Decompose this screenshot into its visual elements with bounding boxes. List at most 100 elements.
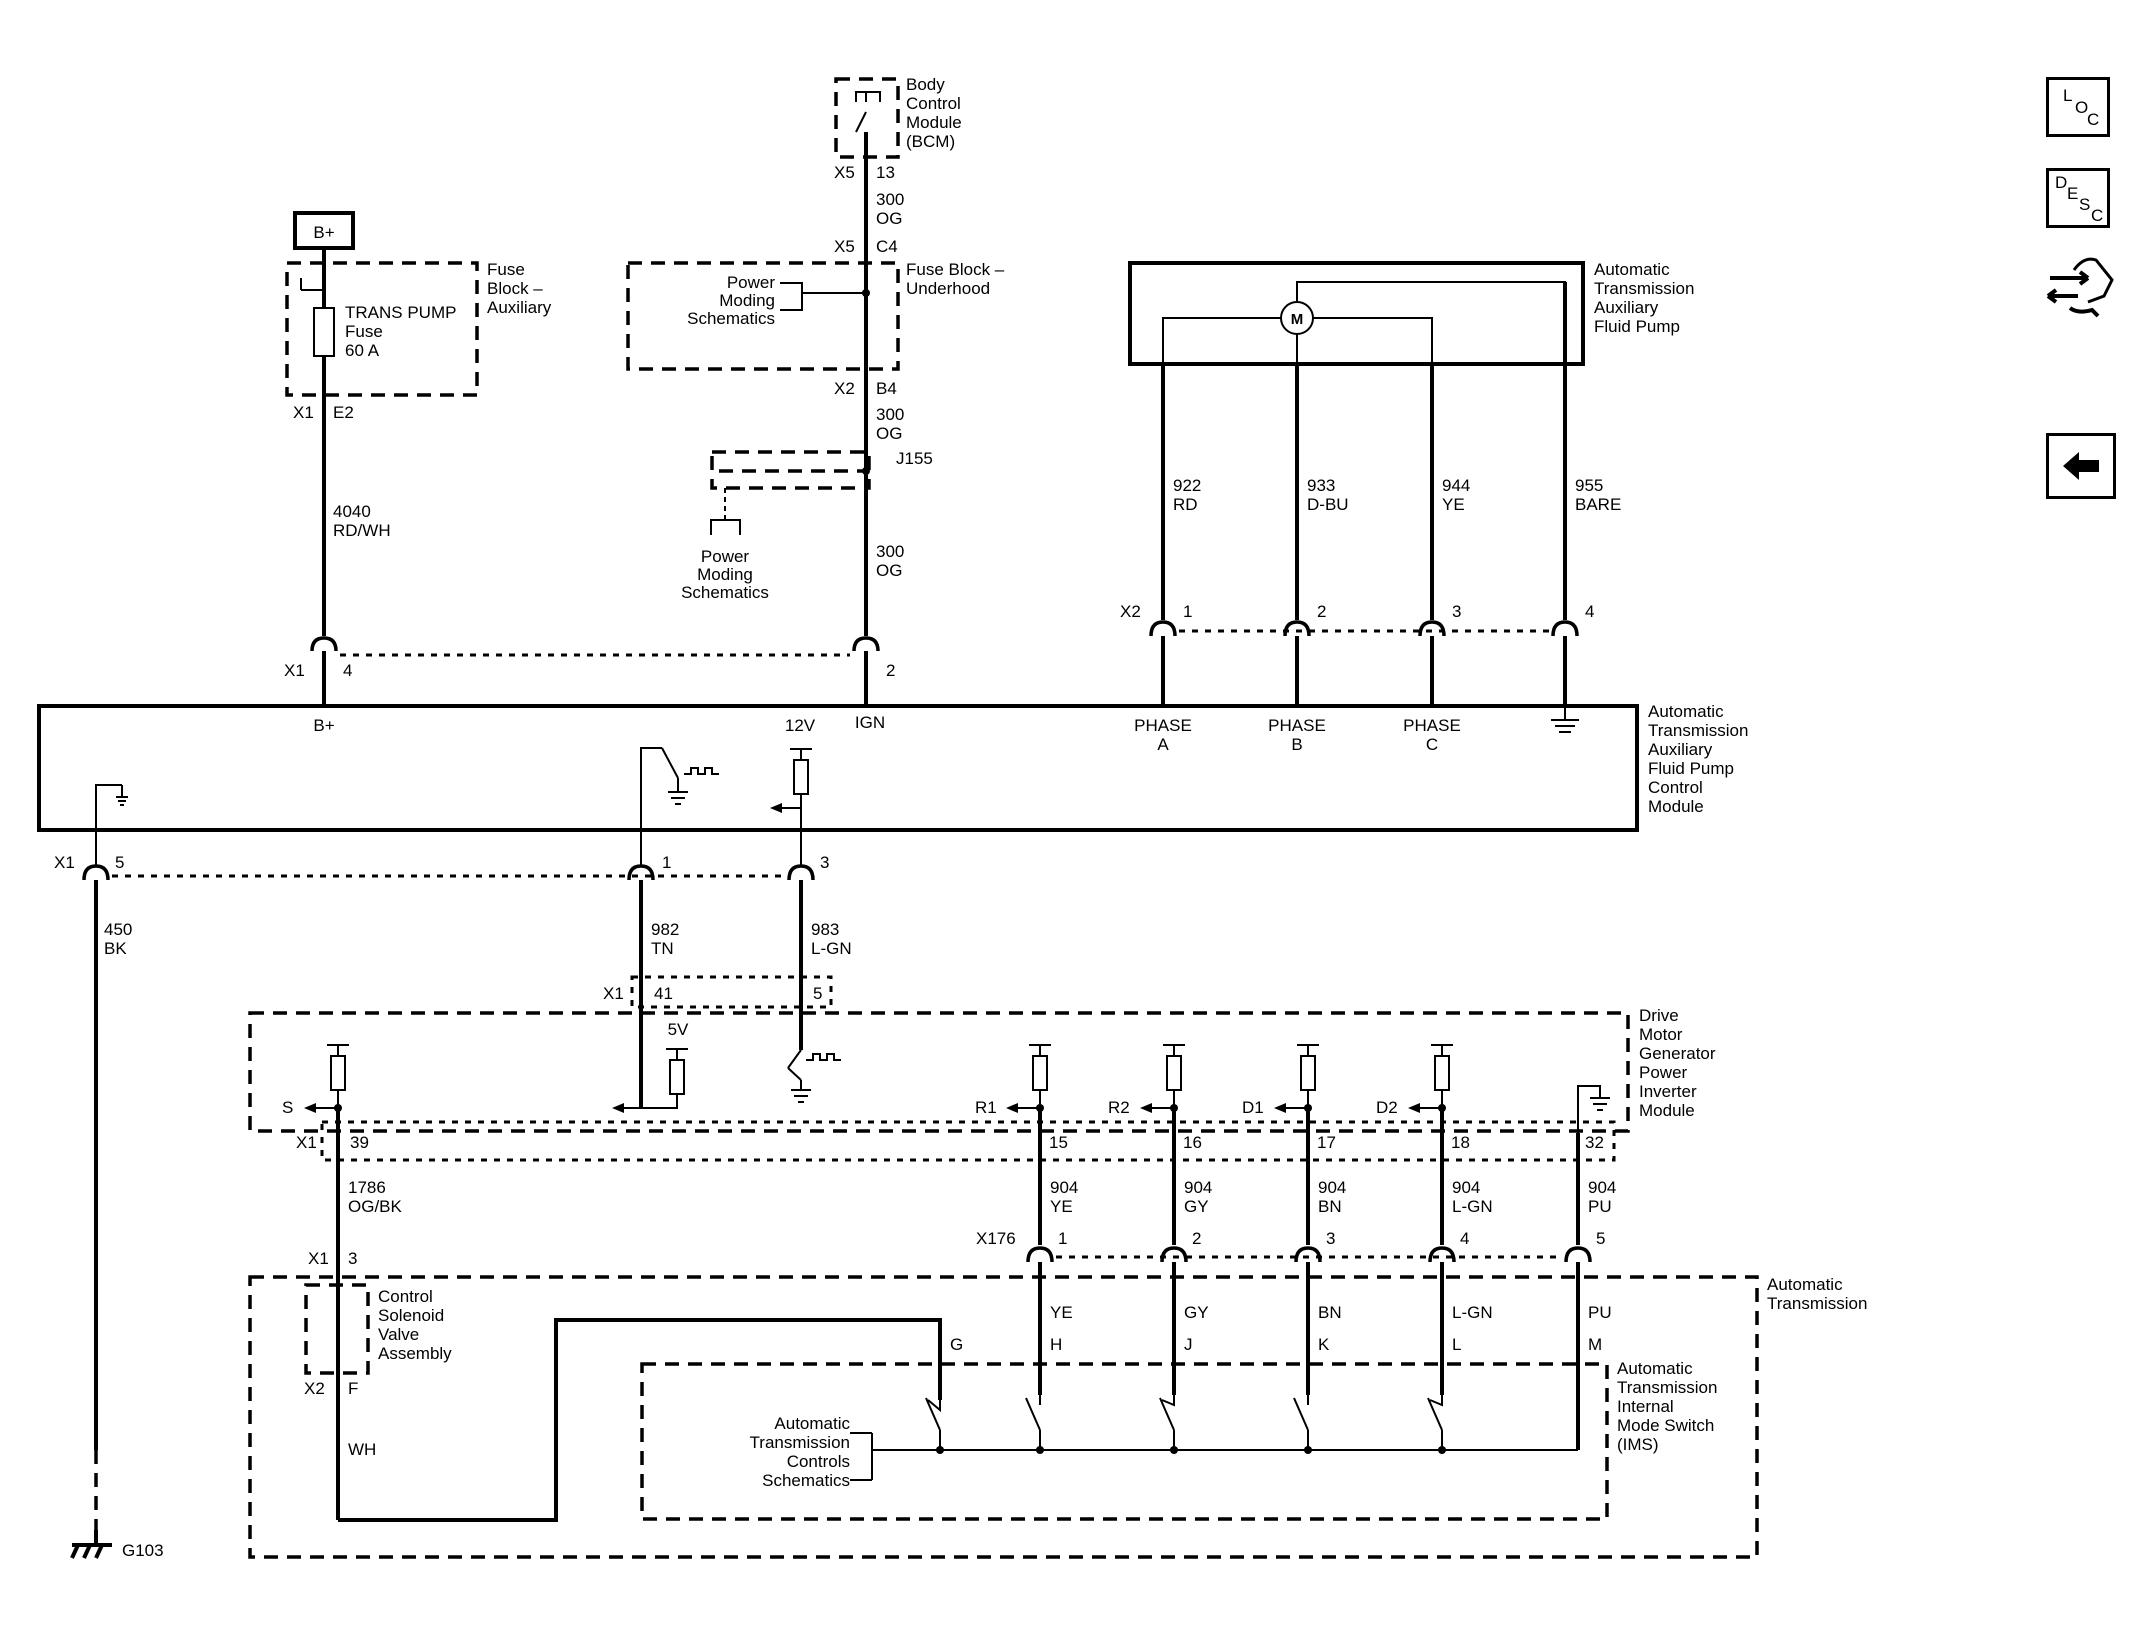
- loc-letter-o: O: [2075, 98, 2089, 117]
- phase-a-1: PHASE: [1134, 716, 1192, 735]
- ims-name-5: (IMS): [1617, 1435, 1659, 1454]
- dmgpim-outline: [248, 1011, 1630, 1133]
- dmgpim-conn: X1: [296, 1133, 317, 1152]
- inline-pin-a: 41: [654, 984, 673, 1003]
- wire-983-circuit: 983: [811, 920, 839, 939]
- back-button[interactable]: [2046, 433, 2116, 499]
- ims-name-2: Transmission: [1617, 1378, 1717, 1397]
- module-ground-symbol: [1551, 706, 1579, 733]
- pump-pin-3: 3: [1452, 602, 1461, 621]
- output-r1: R1: [975, 1098, 997, 1117]
- wire-944-circuit: 944: [1442, 476, 1470, 495]
- csva-name-1: Control: [378, 1287, 433, 1306]
- wire-300a-circuit: 300: [876, 190, 904, 209]
- wire-450-circuit: 450: [104, 920, 132, 939]
- pump-pin-1: 1: [1183, 602, 1192, 621]
- transmission-outline: [248, 1275, 1759, 1559]
- phase-c-2: C: [1426, 735, 1438, 754]
- pump-outline: [1128, 261, 1585, 366]
- wire-944-color: YE: [1442, 495, 1465, 514]
- ims-inner-4: L-GN: [1452, 1303, 1493, 1322]
- ims-letter-5: M: [1588, 1335, 1602, 1354]
- pump-name-4: Fluid Pump: [1594, 317, 1680, 336]
- ims-ref-4: Schematics: [762, 1471, 850, 1490]
- output-d2: D2: [1376, 1098, 1398, 1117]
- module-b-plus: B+: [313, 716, 334, 735]
- fuse-block-under-outline: [626, 261, 900, 371]
- ims-wire-3-circuit: 904: [1318, 1178, 1346, 1197]
- ims-wire-2-circuit: 904: [1184, 1178, 1212, 1197]
- ims-switches: [850, 1395, 1578, 1481]
- module-name-4: Fluid Pump: [1648, 759, 1734, 778]
- x176-pin-1: 1: [1058, 1229, 1067, 1248]
- pump-name-1: Automatic: [1594, 260, 1670, 279]
- output-d1: D1: [1242, 1098, 1264, 1117]
- description-button[interactable]: D E S C: [2046, 168, 2110, 228]
- wire-300a-color: OG: [876, 209, 902, 228]
- ims-inner-2: GY: [1184, 1303, 1209, 1322]
- bcm-conn: X5: [834, 163, 855, 182]
- ims-letter-1: H: [1050, 1335, 1062, 1354]
- phase-b-2: B: [1291, 735, 1302, 754]
- j155-ref-1: Power: [701, 547, 750, 566]
- fbu-pin-bot: B4: [876, 379, 897, 398]
- connector-b-plus: [310, 636, 338, 652]
- fbu-ref-1: Power: [727, 273, 776, 292]
- dmgpim-x1-strip: [320, 1120, 1616, 1162]
- wire-982-color: TN: [651, 939, 674, 958]
- j155-ref-2: Moding: [697, 565, 753, 584]
- wire-1786-color: OG/BK: [348, 1197, 403, 1216]
- x176-pin-2: 2: [1192, 1229, 1201, 1248]
- ground-name: G103: [122, 1541, 164, 1560]
- wire-1786-circuit: 1786: [348, 1178, 386, 1197]
- dmgpim-name-5: Inverter: [1639, 1082, 1697, 1101]
- location-button[interactable]: L O C: [2046, 77, 2110, 137]
- control-module-outline: [37, 704, 1639, 832]
- fuse-symbol: [313, 307, 335, 357]
- wire-982-circuit: 982: [651, 920, 679, 939]
- ims-name-1: Automatic: [1617, 1359, 1693, 1378]
- x176-pin-4: 4: [1460, 1229, 1469, 1248]
- module-bot-pin-5: 5: [115, 853, 124, 872]
- ims-wire-5-circuit: 904: [1588, 1178, 1616, 1197]
- bcm-name-1: Body: [906, 75, 945, 94]
- loc-letter-c: C: [2087, 110, 2100, 129]
- trans-x1-pin: 3: [348, 1249, 357, 1268]
- dmgpim-pin-15: 15: [1049, 1133, 1068, 1152]
- j155-label: J155: [896, 449, 933, 468]
- module-bot-conn: X1: [54, 853, 75, 872]
- module-ign: IGN: [855, 713, 885, 732]
- dmgpim-pin-39: 39: [350, 1133, 369, 1152]
- module-name-3: Auxiliary: [1648, 740, 1713, 759]
- fuse-block-aux-outline: [285, 261, 479, 397]
- phase-b-1: PHASE: [1268, 716, 1326, 735]
- fuse-name-3: 60 A: [345, 341, 380, 360]
- inline-x1-outline: [630, 975, 833, 1009]
- wire-300b-color: OG: [876, 424, 902, 443]
- trans-x1: X1: [308, 1249, 329, 1268]
- ims-wire-5-color: PU: [1588, 1197, 1612, 1216]
- module-12v: 12V: [785, 716, 816, 735]
- dmgpim-name-6: Module: [1639, 1101, 1695, 1120]
- wire-933-circuit: 933: [1307, 476, 1335, 495]
- left-arrow-icon: [2063, 452, 2099, 480]
- motor-label: M: [1291, 311, 1304, 328]
- module-bot-pin-3: 3: [820, 853, 829, 872]
- fuse-aux-pin: E2: [333, 403, 354, 422]
- wire-933-color: D-BU: [1307, 495, 1349, 514]
- fbu-ref-2: Moding: [719, 291, 775, 310]
- fbu-conn-top: X5: [834, 237, 855, 256]
- wire-955-color: BARE: [1575, 495, 1621, 514]
- ims-wire-3-color: BN: [1318, 1197, 1342, 1216]
- ims-ref-1: Automatic: [774, 1414, 850, 1433]
- dmgpim-name-4: Power: [1639, 1063, 1688, 1082]
- inline-conn: X1: [603, 984, 624, 1003]
- phase-a-2: A: [1157, 735, 1169, 754]
- x176-label: X176: [976, 1229, 1016, 1248]
- desc-letter-d: D: [2055, 173, 2068, 192]
- hand-arrows-icon[interactable]: [2044, 250, 2116, 326]
- connector-ign: [852, 636, 880, 652]
- pump-name-3: Auxiliary: [1594, 298, 1659, 317]
- trans-wh: WH: [348, 1440, 376, 1459]
